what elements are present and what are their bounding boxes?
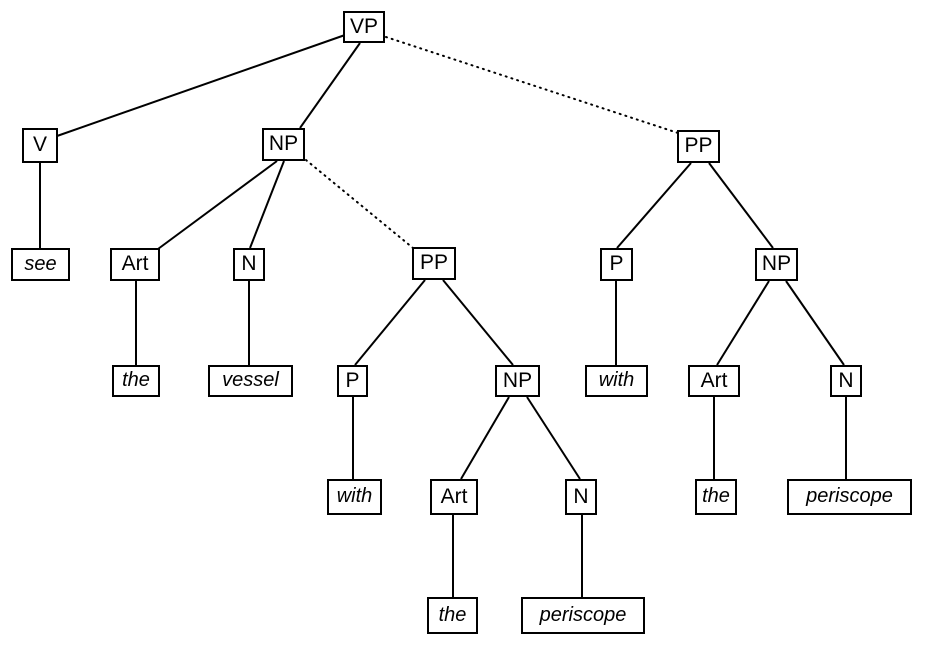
tree-node-label: NP [268, 132, 299, 155]
tree-node-p_mid: P [337, 365, 368, 397]
tree-node-label: NP [761, 252, 792, 275]
tree-node-n_m: N [565, 479, 597, 515]
tree-node-label: the [702, 485, 730, 507]
tree-node-label: Art [440, 484, 468, 508]
tree-node-label: the [438, 603, 467, 626]
tree-node-vessel: vessel [208, 365, 293, 397]
tree-node-np_mid: NP [495, 365, 540, 397]
tree-node-label: periscope [539, 603, 627, 626]
tree-node-label: the [122, 369, 150, 391]
tree-node-the_r: the [695, 479, 737, 515]
tree-node-p_right: P [600, 248, 633, 281]
tree-node-the_m: the [427, 597, 478, 634]
tree-edge-np1-to-art1 [157, 160, 278, 250]
tree-node-label: N [838, 368, 854, 392]
tree-node-vp: VP [343, 11, 385, 43]
tree-edge-np_mid-to-n_m [526, 396, 581, 480]
tree-edge-vp-to-v [56, 34, 346, 137]
tree-node-art1: Art [110, 248, 160, 281]
tree-edge-vp-to-pp_right [385, 36, 679, 134]
tree-node-np_right: NP [755, 248, 798, 281]
tree-node-peri_m: periscope [521, 597, 645, 634]
tree-node-label: PP [419, 251, 448, 274]
tree-node-label: vessel [222, 369, 279, 391]
tree-edge-np_right-to-art_r [716, 280, 770, 366]
tree-node-label: with [336, 485, 373, 507]
tree-node-with_r: with [585, 365, 648, 397]
tree-edge-np1-to-pp_mid [305, 159, 414, 249]
tree-node-label: NP [502, 368, 533, 392]
tree-edge-vp-to-np1 [299, 42, 361, 129]
tree-node-label: with [598, 369, 635, 391]
tree-edge-pp_mid-to-np_mid [442, 279, 514, 366]
tree-node-with_m: with [327, 479, 382, 515]
tree-node-peri_r: periscope [787, 479, 912, 515]
tree-node-label: PP [684, 134, 713, 157]
tree-node-label: see [24, 252, 57, 275]
tree-edge-np1-to-n1 [249, 160, 285, 249]
tree-node-label: periscope [806, 485, 893, 507]
tree-node-label: N [241, 252, 257, 275]
tree-edge-pp_mid-to-p_mid [354, 279, 426, 366]
tree-node-pp_mid: PP [412, 247, 456, 280]
tree-edge-np_mid-to-art_m [460, 396, 510, 480]
tree-node-the1: the [112, 365, 160, 397]
tree-node-art_r: Art [688, 365, 740, 397]
tree-node-np1: NP [262, 128, 305, 161]
tree-node-label: P [609, 252, 624, 275]
tree-node-label: Art [121, 252, 149, 275]
tree-node-label: Art [700, 368, 728, 392]
tree-node-label: P [345, 368, 360, 392]
tree-node-label: V [32, 133, 47, 156]
tree-edge-np_right-to-n_r [785, 280, 845, 366]
tree-node-v: V [22, 128, 58, 163]
tree-node-label: N [573, 484, 589, 508]
tree-node-pp_right: PP [677, 130, 720, 163]
tree-node-art_m: Art [430, 479, 478, 515]
tree-edge-pp_right-to-np_right [708, 162, 774, 249]
tree-node-see: see [11, 248, 70, 281]
tree-node-n1: N [233, 248, 265, 281]
tree-edge-pp_right-to-p_right [616, 162, 692, 249]
tree-node-label: VP [349, 14, 378, 38]
tree-node-n_r: N [830, 365, 862, 397]
